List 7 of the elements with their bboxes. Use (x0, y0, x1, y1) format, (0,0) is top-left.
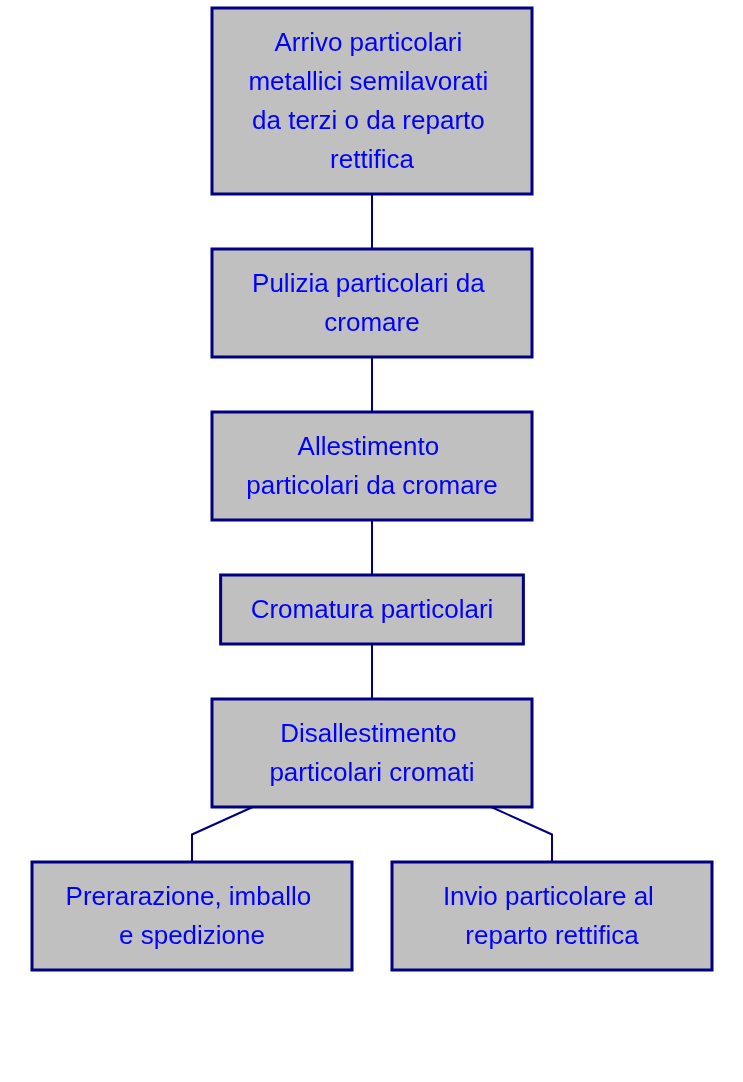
node-box: Prerarazione, imballo e spedizione (30, 860, 353, 972)
node-box: Invio particolare al reparto rettifica (390, 860, 713, 972)
node-box: Arrivo particolari metallici semilavorati da terzi o da reparto rettifica (210, 6, 533, 196)
node-box: Disallestimento particolari cromati (210, 697, 533, 809)
node-box: Pulizia particolari da cromare (210, 247, 533, 359)
node-box: Allestimento particolari da cromare (210, 410, 533, 522)
node-box: Cromatura particolari (218, 573, 525, 646)
